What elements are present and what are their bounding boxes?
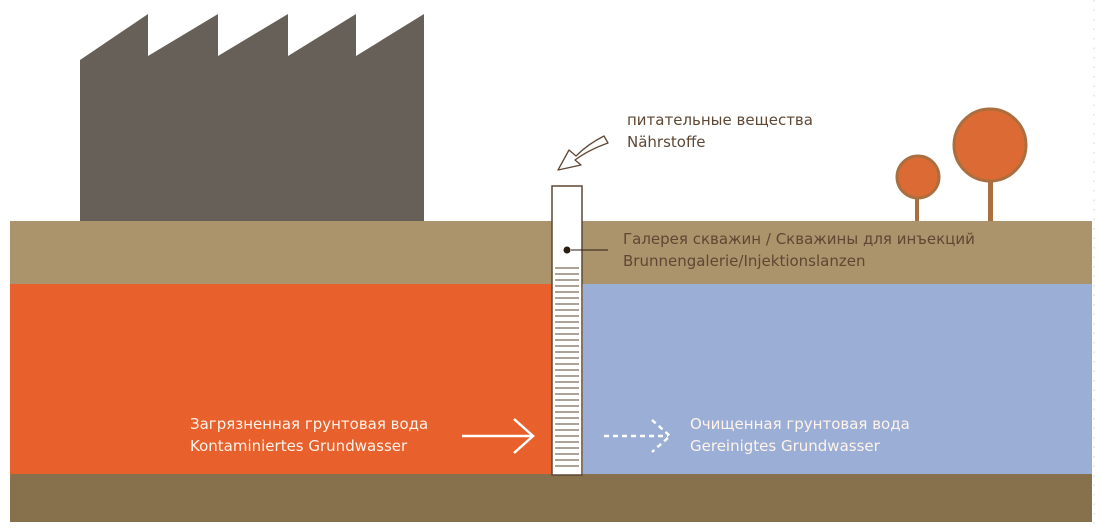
injection-well-icon [551,185,608,476]
clean-water-label-de: Gereinigtes Grundwasser [690,437,880,455]
well-gallery-label-ru: Галерея скважин / Скважины для инъекций [623,230,975,248]
well-gallery-label-de: Brunnengalerie/Injektionslanzen [623,252,866,270]
clean-water-label-ru: Очищенная грунтовая вода [690,415,910,433]
contaminated-flow-arrow-icon [462,418,535,454]
factory-icon [80,14,424,221]
contaminated-water-label: Загрязненная грунтовая вода Kontaminiert… [190,413,428,457]
clean-groundwater-zone [583,284,1092,474]
contaminated-water-label-ru: Загрязненная грунтовая вода [190,415,429,433]
nutrients-arrow-icon [557,135,609,171]
contaminated-groundwater-zone [10,284,553,474]
nutrients-label-ru: питательные вещества [627,111,813,129]
well-gallery-label: Галерея скважин / Скважины для инъекций … [623,228,975,272]
clean-flow-arrow-icon [604,419,672,453]
tree-small-icon [895,154,941,221]
surface-soil-layer [10,221,1092,284]
clean-water-label: Очищенная грунтовая вода Gereinigtes Gru… [690,413,910,457]
well-marker-dot [563,246,571,254]
tree-large-icon [952,107,1028,221]
bedrock-layer [10,474,1092,522]
contaminated-water-label-de: Kontaminiertes Grundwasser [190,437,408,455]
nutrients-label: питательные вещества Nährstoffe [627,109,813,153]
nutrients-label-de: Nährstoffe [627,133,706,151]
well-screen-slots [555,267,579,467]
